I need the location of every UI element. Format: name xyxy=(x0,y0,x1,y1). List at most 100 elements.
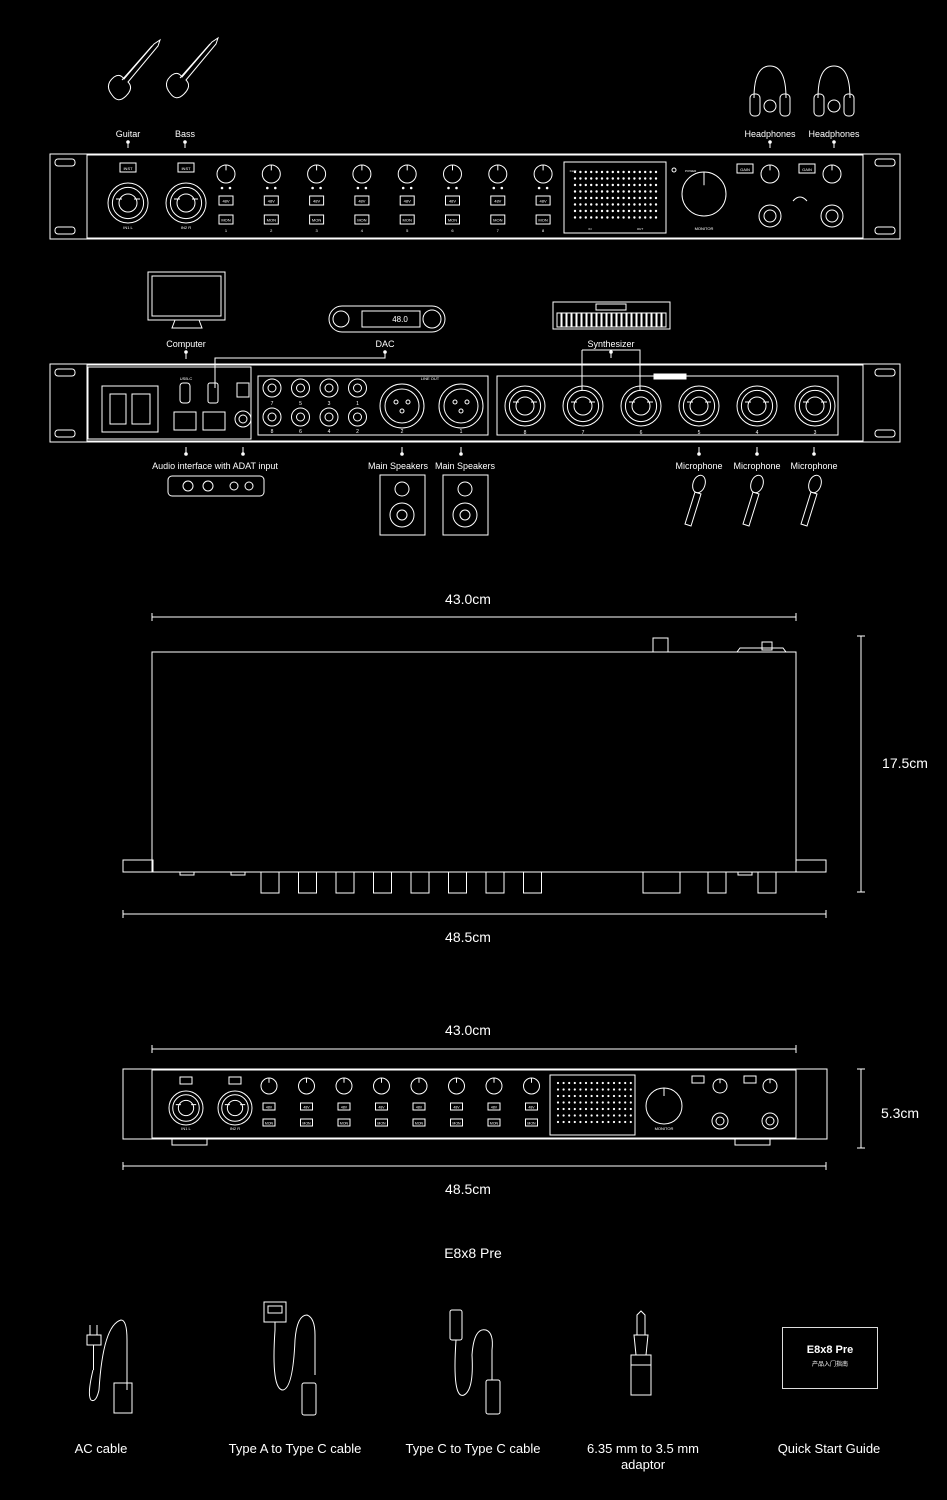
meter-out-label: OUT xyxy=(637,227,644,231)
rear-combo-3 xyxy=(678,385,720,427)
trs-bot-3 xyxy=(348,407,367,427)
small-48v-5 xyxy=(450,1102,463,1111)
meter-led xyxy=(644,203,647,206)
meter-led xyxy=(579,177,582,180)
label-bass: Bass xyxy=(174,129,196,139)
trs-top-number-1: 5 xyxy=(299,401,302,407)
accessory-label-type-a-to-c: Type A to Type C cable xyxy=(228,1441,362,1456)
small-input-label-s-in1: IN1 L xyxy=(181,1126,191,1131)
small-meter-led xyxy=(618,1094,621,1098)
small-combo-s-in1-inner xyxy=(172,1094,200,1122)
rear-power-section xyxy=(87,366,252,440)
small-meter-led xyxy=(562,1120,565,1124)
rear-input-section xyxy=(496,375,839,436)
small-meter-led xyxy=(568,1107,571,1111)
synth-key xyxy=(616,312,622,328)
front-panel-ear-slot-tl xyxy=(54,158,76,167)
small-meter-led xyxy=(579,1120,582,1124)
meter-led xyxy=(627,196,631,200)
small-inst-s-in2 xyxy=(228,1076,242,1085)
meter-led xyxy=(638,209,641,213)
trs-top-inner-1 xyxy=(296,383,305,393)
headphones-icon-1-cup-right xyxy=(779,93,791,117)
small-meter-led xyxy=(612,1081,616,1085)
trs-top-inner-2 xyxy=(324,383,334,393)
small-meter-led xyxy=(573,1120,576,1124)
meter-led xyxy=(584,177,587,180)
inst-label-in1: INST xyxy=(123,166,133,171)
trs-bot-inner-2 xyxy=(324,412,334,422)
meter-led xyxy=(579,196,582,200)
trs-top-inner-0 xyxy=(267,383,277,393)
synth-key xyxy=(566,312,572,328)
synth-key xyxy=(636,312,642,328)
small-mon-label-6: MON xyxy=(490,1122,499,1126)
small-meter-led xyxy=(573,1107,576,1111)
small-meter-led xyxy=(562,1101,565,1104)
trs-bot-2 xyxy=(319,407,339,427)
headphones-icon-2 xyxy=(817,65,851,99)
meter-led xyxy=(590,216,593,219)
gain-label-hp2: GAIN xyxy=(802,167,812,172)
small-gain-b xyxy=(743,1075,757,1084)
synth-key xyxy=(571,312,577,328)
adat-knob-1 xyxy=(229,481,239,491)
arrow-computer-dot xyxy=(184,350,188,354)
phantom-button-ch3 xyxy=(309,195,325,206)
small-meter-led xyxy=(562,1081,565,1085)
small-mon-4 xyxy=(412,1118,426,1127)
arrow-mic2-dot xyxy=(755,452,759,456)
front-panel-ear-slot-bl xyxy=(54,226,76,235)
mon-button-ch3 xyxy=(309,214,325,225)
small-meter xyxy=(549,1074,636,1136)
led-b-ch7 xyxy=(500,186,504,190)
dac-knob-right xyxy=(422,309,442,329)
adat-interface xyxy=(167,475,265,497)
channel-number-7: 7 xyxy=(497,228,500,233)
meter-led xyxy=(622,183,625,187)
xlr-out-1 xyxy=(438,383,484,429)
meter-clip-label: CLIP xyxy=(570,169,577,173)
dac-display-value: 48.0 xyxy=(392,315,408,324)
trs-top-2 xyxy=(319,378,339,398)
meter-led xyxy=(606,209,609,213)
meter-led xyxy=(617,177,620,180)
meter-led xyxy=(633,183,636,187)
small-meter-led xyxy=(601,1120,604,1124)
meter-led xyxy=(654,170,658,174)
phantom-label-ch5: 48V xyxy=(404,199,411,204)
small-meter-led xyxy=(562,1107,565,1111)
combo-input-in2-inner xyxy=(169,186,203,220)
front-panel-chassis xyxy=(49,153,901,240)
ac-plug-pins xyxy=(89,1325,98,1370)
meter-led xyxy=(573,216,577,219)
meter-led xyxy=(606,177,609,180)
headphones-icon-1-cup-left xyxy=(749,93,761,117)
phantom-button-ch1 xyxy=(218,195,234,206)
small-mon-label-3: MON xyxy=(377,1122,386,1126)
small-meter-led xyxy=(607,1094,610,1098)
small-meter-led xyxy=(618,1088,621,1091)
meter-led xyxy=(584,216,587,219)
synthesizer xyxy=(552,301,671,330)
small-foot-left xyxy=(171,1138,208,1146)
small-front-chassis xyxy=(122,1068,828,1140)
mon-button-ch6 xyxy=(445,214,460,225)
small-meter-led xyxy=(624,1120,627,1124)
small-meter-led xyxy=(584,1120,588,1124)
xlr-pin-a-0 xyxy=(393,399,399,405)
xlr-pin-c-0 xyxy=(399,408,405,414)
small-meter-led xyxy=(556,1081,560,1085)
synth-key xyxy=(606,312,612,328)
meter-led xyxy=(600,196,604,200)
small-meter-led xyxy=(607,1120,610,1124)
small-combo-s-in1 xyxy=(168,1090,204,1126)
meter-led xyxy=(573,196,577,200)
meter-led xyxy=(590,209,593,213)
small-48v-label-6: 48V xyxy=(491,1106,498,1110)
meter-led xyxy=(654,190,658,193)
dac-knob xyxy=(332,310,350,328)
side-height: 17.5cm xyxy=(882,755,928,771)
small-48v-1 xyxy=(300,1102,313,1111)
meter-led xyxy=(606,203,609,206)
